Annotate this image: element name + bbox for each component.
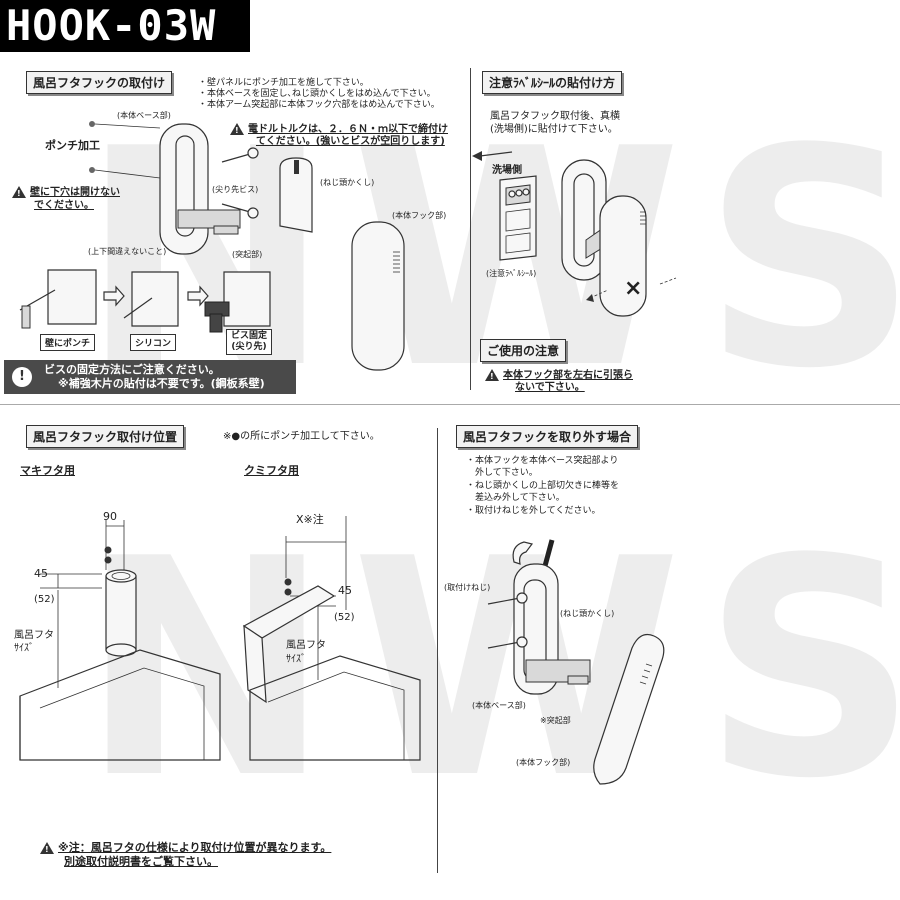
remove-label-cap: (ねじ頭かくし) xyxy=(560,609,615,618)
install-note-3: ・本体アーム突起部に本体フック穴部をはめ込んで下さい。 xyxy=(198,100,440,110)
usage-heading: ご使用の注意 xyxy=(480,339,567,362)
base-bracket xyxy=(159,123,209,255)
remove-note-2: 外して下さい。 xyxy=(466,468,538,478)
exclamation-icon: ! xyxy=(12,367,32,387)
warn-wall: 壁に下穴は開けない xyxy=(12,186,120,200)
step-2-label: シリコン xyxy=(130,334,177,351)
punch-dot-maki-1 xyxy=(104,546,112,554)
remove-label-base: (本体ベース部) xyxy=(472,701,526,710)
punch-dot-maki-2 xyxy=(104,556,112,564)
remove-label-protrusion: ※突起部 xyxy=(540,716,571,725)
screw-cap xyxy=(279,157,313,233)
dim-45b: 45 xyxy=(338,584,352,597)
rotate-arrow-icon xyxy=(512,541,534,565)
warn-wall-2: でください。 xyxy=(34,200,94,211)
seal-illustration xyxy=(472,151,677,317)
size-b-2: ｻｲｽﾞ xyxy=(286,654,306,665)
size-a-2: ｻｲｽﾞ xyxy=(14,643,34,654)
footnote-2: 別途取付説明書をご覧下さい。 xyxy=(64,855,218,868)
label-base: (本体ベース部) xyxy=(117,111,171,120)
warning-icon xyxy=(230,123,244,137)
seal-hook-body xyxy=(599,195,647,317)
remove-note-4: 差込み外して下さい。 xyxy=(466,493,565,503)
remove-note-3: ・ねじ頭かくしの上部切欠きに棒等を xyxy=(466,481,620,491)
warning-icon xyxy=(40,842,54,856)
punch-dot-top xyxy=(89,121,95,127)
screw-bottom xyxy=(221,203,259,219)
step-3-label: ビス固定(尖り先) xyxy=(226,329,273,355)
step-1-figure xyxy=(19,269,97,329)
footnote-1: ※注：風呂フタの仕様により取付け位置が異なります。 xyxy=(40,842,331,856)
label-cap: (ねじ頭かくし) xyxy=(320,178,375,187)
model-title: HOOK-03W xyxy=(0,0,250,52)
remove-note-5: ・取付けねじを外してください。 xyxy=(466,506,601,516)
dim-52b: (52) xyxy=(334,612,355,623)
size-a-1: 風呂フタ xyxy=(14,630,54,641)
remove-screw-top xyxy=(487,592,528,605)
screw-top xyxy=(221,147,259,163)
label-punch: ポンチ加工 xyxy=(45,139,100,152)
dim-90: 90 xyxy=(103,510,117,523)
torque-warn: 電ドルトルクは、２．６Ｎ・ｍ以下で締付け xyxy=(230,123,448,137)
step-2-figure xyxy=(123,271,179,327)
size-b-1: 風呂フタ xyxy=(286,640,326,651)
seal-desc-1: 風呂フタフック取付後、真横 xyxy=(490,111,620,122)
step-1-label: 壁にポンチ xyxy=(40,334,96,351)
watermark-bottom: NWS xyxy=(80,495,900,844)
remove-heading: 風呂フタフックを取り外す場合 xyxy=(456,425,639,448)
warning-icon xyxy=(485,369,499,383)
label-seal: (注意ﾗﾍﾞﾙｼｰﾙ) xyxy=(486,269,537,278)
remove-illustration xyxy=(487,539,665,785)
seal-desc-2: (洗場側)に貼付けて下さい。 xyxy=(490,124,618,135)
install-illustration xyxy=(19,121,405,371)
maki-roll xyxy=(105,569,137,657)
punch-dot-kumi-2 xyxy=(284,588,292,596)
kumi-panel xyxy=(242,585,336,704)
position-heading: 風呂フタフック取付け位置 xyxy=(26,425,185,448)
torque-warn-2: てください。(強いとビスが空回りします) xyxy=(256,136,445,147)
bathtub-kumi xyxy=(249,655,421,761)
label-hook: (本体フック部) xyxy=(392,211,447,220)
bathtub-maki xyxy=(19,649,221,761)
maki-label: マキフタ用 xyxy=(20,464,75,477)
arrow-1 xyxy=(103,285,125,307)
usage-warn: 本体フック部を左右に引張ら xyxy=(485,369,633,383)
seal-label xyxy=(499,175,537,261)
punch-dot-kumi-1 xyxy=(284,578,292,586)
arrow-2 xyxy=(187,285,209,307)
dim-x: X※注 xyxy=(296,513,324,526)
install-note-1: ・壁パネルにポンチ加工を施して下さい。 xyxy=(198,78,369,88)
seal-heading: 注意ﾗﾍﾞﾙｼｰﾙの貼付け方 xyxy=(482,71,623,94)
label-protrusion: (突起部) xyxy=(232,250,263,259)
hook-body xyxy=(351,221,405,371)
dim-45a: 45 xyxy=(34,567,48,580)
usage-warn-2: ないで下さい。 xyxy=(515,382,585,393)
label-updown: (上下間違えないこと) xyxy=(88,247,167,256)
remove-label-hook: (本体フック部) xyxy=(516,758,571,767)
caution-box: ! ビスの固定方法にご注意ください。 ※補強木片の貼付は不要です。(鋼板系壁) xyxy=(4,360,296,394)
install-heading: 風呂フタフックの取付け xyxy=(26,71,173,94)
warning-icon xyxy=(12,186,26,200)
label-wash-side: 洗場側 xyxy=(492,165,522,176)
divider-top xyxy=(470,68,471,390)
position-illustration xyxy=(19,516,421,761)
remove-screw-bottom xyxy=(487,636,528,649)
divider-horizontal xyxy=(0,404,900,405)
kumi-label: クミフタ用 xyxy=(244,464,299,477)
remove-hook-body xyxy=(593,633,665,785)
install-note-2: ・本体ベースを固定し､ねじ頭かくしをはめ込んで下さい。 xyxy=(198,89,436,99)
dim-52a: (52) xyxy=(34,594,55,605)
seal-x-mark: × xyxy=(624,276,643,301)
remove-label-screw: (取付けねじ) xyxy=(444,583,491,592)
divider-bottom xyxy=(437,428,438,873)
label-screw: (尖り先ビス) xyxy=(212,185,259,194)
punch-dot-bottom xyxy=(89,167,95,173)
remove-note-1: ・本体フックを本体ベース突起部より xyxy=(466,456,619,466)
step-3-figure xyxy=(204,271,271,333)
position-note: ※●の所にポンチ加工して下さい。 xyxy=(223,431,380,442)
